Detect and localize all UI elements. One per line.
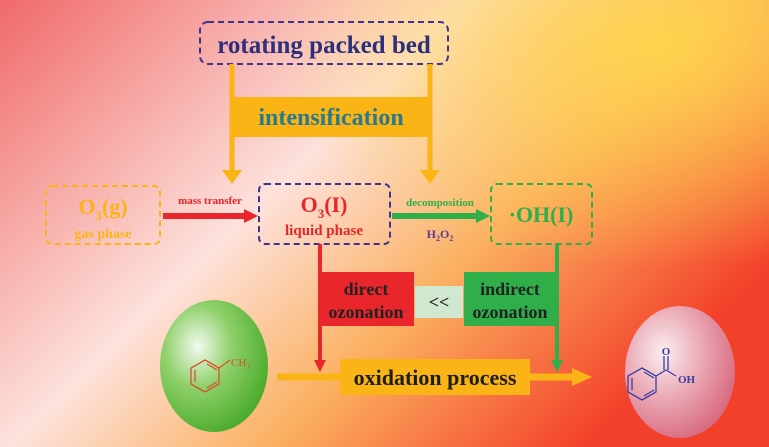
gas-phase-box [45, 185, 161, 245]
direct-ozonation-box [318, 272, 414, 326]
arrowhead-icon [244, 209, 258, 223]
gas-phase-label: gas phase [74, 227, 131, 242]
indirect-label: indirect [480, 279, 540, 299]
hydroxyl-radical-box [490, 183, 593, 245]
benzoic-acid-sphere [625, 306, 735, 438]
intensification-label: intensification [258, 105, 403, 131]
decomposition-label: decomposition [406, 197, 474, 209]
liquid-phase-box [258, 183, 391, 245]
rotating-packed-bed-box [199, 21, 449, 65]
arrowhead-icon [551, 360, 563, 372]
arrowhead-icon [222, 170, 242, 184]
indirect-ozonation-label: ozonation [472, 302, 547, 322]
gas-formula: O3(g) [78, 194, 127, 223]
arrowhead-icon [572, 368, 592, 386]
mass-transfer-label: mass transfer [178, 195, 242, 207]
indirect-ozonation-box [464, 272, 557, 326]
toluene-sphere [160, 300, 268, 432]
arrowhead-icon [314, 360, 326, 372]
hydroxyl-radical-label: ·OH(I) [509, 202, 574, 227]
methyl-label: CH3 [231, 357, 250, 371]
oxidation-process-box [340, 359, 530, 395]
toluene-structure-icon [190, 359, 231, 393]
benzoic-acid-structure-icon [627, 356, 677, 401]
arrowhead-icon [476, 209, 490, 223]
direct-ozonation-label: ozonation [328, 302, 403, 322]
liquid-formula: O3(I) [301, 192, 348, 221]
comparison-label: << [429, 292, 450, 312]
carbonyl-o-label: O [662, 346, 671, 358]
h2o2-label: H2O2 [427, 227, 454, 243]
arrowhead-icon [420, 170, 440, 184]
hydroxyl-label: OH [678, 374, 696, 386]
direct-label: direct [344, 279, 389, 299]
rotating-packed-bed-label: rotating packed bed [217, 32, 431, 59]
comparison-box [415, 286, 463, 318]
oxidation-process-label: oxidation process [354, 365, 517, 390]
liquid-phase-label: liquid phase [285, 223, 363, 239]
intensification-box [232, 97, 430, 137]
